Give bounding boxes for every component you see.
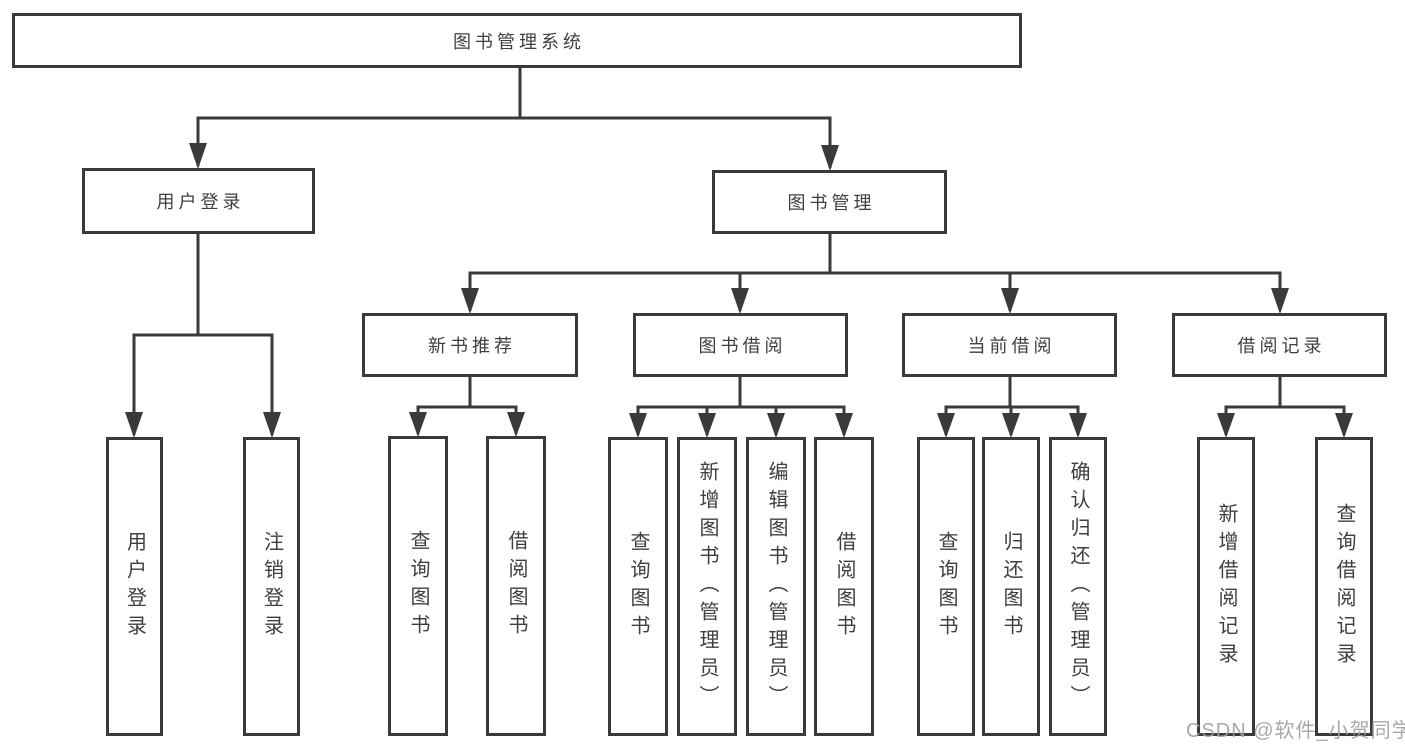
leaf-label: 查询图书 — [627, 530, 649, 643]
leaf-label: 查询图书 — [935, 530, 957, 643]
leaf-label: 查询借阅记录 — [1333, 502, 1355, 671]
node-book-borrow: 图书借阅 — [633, 313, 848, 377]
leaf-edit-book-admin: 编辑图书（管理员） — [746, 437, 806, 736]
leaf-logout: 注销登录 — [243, 437, 300, 736]
node-new-book-recommend: 新书推荐 — [362, 313, 578, 377]
leaf-label: 用户登录 — [123, 530, 146, 643]
node-current-borrow: 当前借阅 — [902, 313, 1117, 377]
leaf-query-borrow-record: 查询借阅记录 — [1315, 437, 1373, 736]
leaf-confirm-return-admin: 确认归还（管理员） — [1049, 437, 1107, 736]
node-library-system-root: 图书管理系统 — [12, 13, 1022, 68]
leaf-label: 新增图书（管理员） — [696, 460, 718, 713]
node-book-management: 图书管理 — [712, 170, 947, 234]
leaf-label: 确认归还（管理员） — [1067, 460, 1089, 713]
leaf-label: 新增借阅记录 — [1215, 502, 1237, 671]
leaf-label: 编辑图书（管理员） — [765, 460, 787, 713]
leaf-label: 查询图书 — [407, 530, 429, 642]
csdn-watermark: CSDN @软件_小贺同学 — [1186, 720, 1405, 742]
leaf-borrow-book-1: 借阅图书 — [486, 436, 546, 736]
leaf-label: 借阅图书 — [505, 530, 527, 642]
leaf-query-book-1: 查询图书 — [388, 436, 448, 736]
leaf-query-book-2: 查询图书 — [608, 437, 668, 736]
leaf-label: 归还图书 — [1000, 530, 1022, 643]
leaf-borrow-book-2: 借阅图书 — [814, 437, 874, 736]
node-user-login: 用户登录 — [82, 168, 315, 234]
leaf-add-borrow-record: 新增借阅记录 — [1197, 437, 1255, 736]
leaf-label: 注销登录 — [260, 530, 283, 643]
leaf-label: 借阅图书 — [833, 530, 855, 643]
leaf-user-login: 用户登录 — [106, 437, 163, 736]
leaf-return-book: 归还图书 — [982, 437, 1040, 736]
leaf-add-book-admin: 新增图书（管理员） — [677, 437, 737, 736]
leaf-query-book-3: 查询图书 — [917, 437, 975, 736]
node-borrow-records: 借阅记录 — [1172, 313, 1387, 377]
